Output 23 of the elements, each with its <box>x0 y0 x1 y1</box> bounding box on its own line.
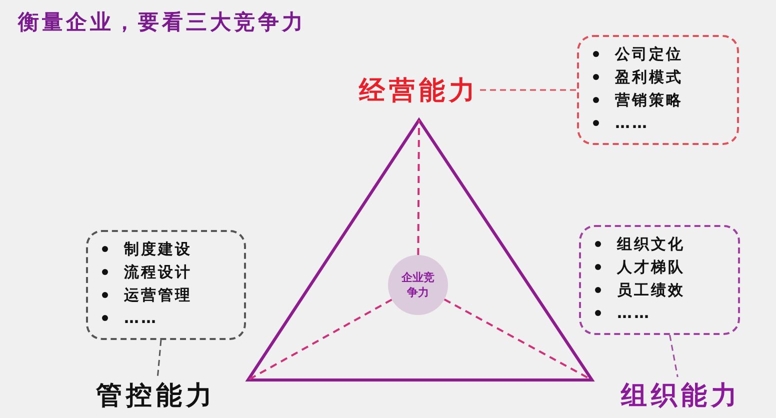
bullet-item: 制度建设 <box>124 240 192 258</box>
list-box <box>579 225 740 335</box>
bullet-item: 营销策略 <box>615 91 683 109</box>
leader-line <box>480 89 577 91</box>
bullet-item: 组织文化 <box>617 235 685 253</box>
list-box <box>577 35 739 145</box>
bullet-item: 盈利模式 <box>615 68 683 86</box>
title: 衡量企业，要看三大竞争力 <box>18 9 306 36</box>
bullet-item: …… <box>617 304 651 322</box>
leader-line <box>669 334 678 378</box>
bullet-item: 流程设计 <box>124 263 192 281</box>
bullet-item: 公司定位 <box>615 45 683 63</box>
leader-line <box>156 340 162 378</box>
bullet-item: 人才梯队 <box>617 258 685 276</box>
center-circle: 企业竞争力 <box>388 255 448 315</box>
list-box <box>86 230 246 340</box>
bullet-item: …… <box>124 309 158 327</box>
bullet-item: …… <box>615 114 649 132</box>
capability-label: 组织能力 <box>620 377 742 413</box>
bullet-item: 运营管理 <box>124 286 192 304</box>
capability-label: 经营能力 <box>358 72 480 108</box>
bullet-item: 员工绩效 <box>617 281 685 299</box>
capability-label: 管控能力 <box>95 377 217 413</box>
